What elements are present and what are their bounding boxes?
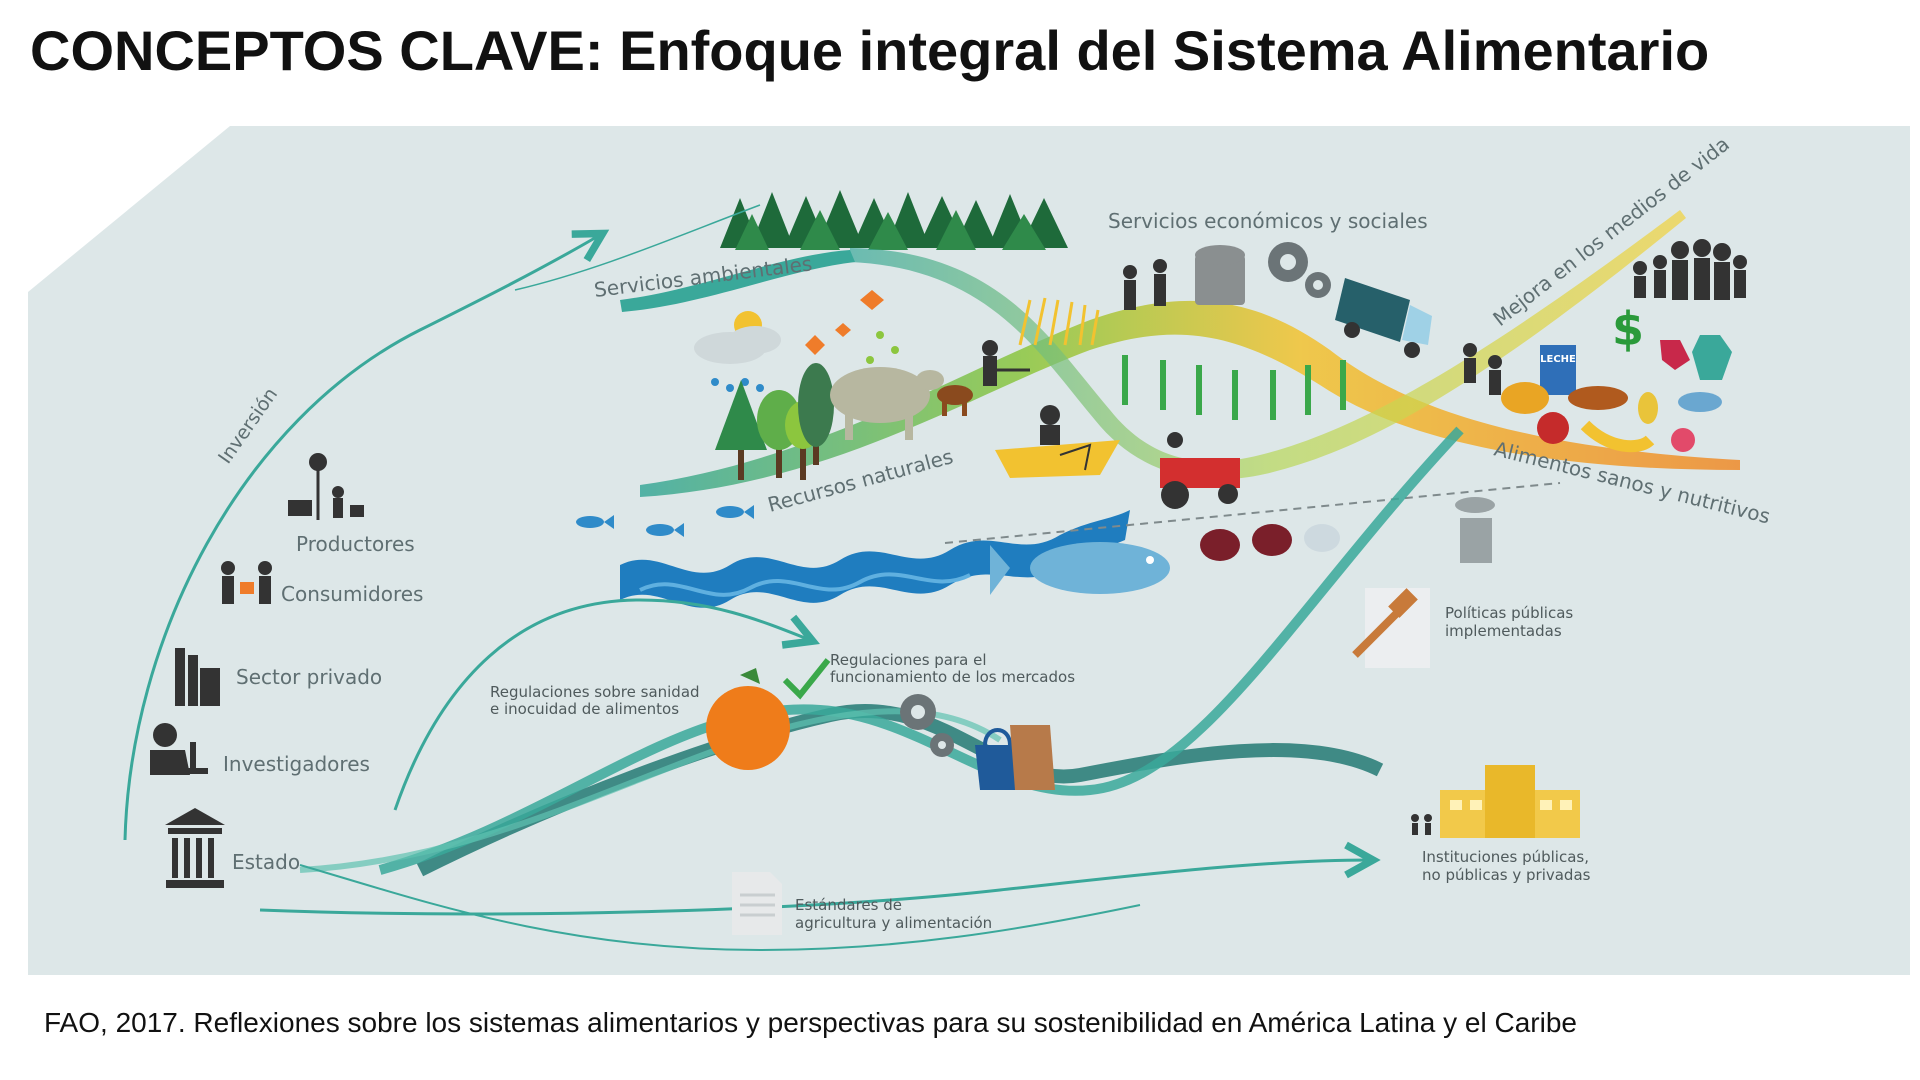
orange-icon (706, 668, 790, 770)
butterflies-icon (805, 290, 884, 355)
main-flow-band (640, 300, 1740, 497)
reg-instituciones-line1: Instituciones públicas, (1422, 848, 1589, 866)
reg-estandares-line1: Estándares de (795, 896, 902, 914)
fishing-boat-icon (995, 405, 1120, 478)
consumers-icon (221, 561, 272, 604)
food-system-diagram: LECHE $ (28, 126, 1910, 975)
page-title: CONCEPTOS CLAVE: Enfoque integral del Si… (30, 19, 1710, 82)
investment-arrow (123, 229, 610, 841)
cow-icon (830, 367, 944, 440)
researcher-microscope-icon (150, 723, 208, 775)
checkmark-icon (782, 658, 831, 700)
gavel-icon (1352, 588, 1430, 668)
milk-label: LECHE (1540, 354, 1576, 365)
label-servicios-economicos: Servicios económicos y sociales (1108, 209, 1428, 233)
institutions-building-icon (1440, 765, 1580, 838)
actor-label-consumidores: Consumidores (281, 582, 423, 606)
actor-label-investigadores: Investigadores (223, 752, 370, 776)
reg-mercados-line1: Regulaciones para el (830, 651, 987, 669)
tractor-icon (1160, 432, 1240, 509)
government-building-icon (165, 808, 225, 888)
big-fish-icon (990, 542, 1170, 595)
green-curve-band (850, 210, 1686, 480)
waste-dashed-line (944, 482, 1561, 544)
document-icon (732, 872, 782, 935)
food-items-icon: LECHE $ (1501, 302, 1732, 453)
truck-icon (1335, 278, 1432, 358)
reg-sanidad-line1: Regulaciones sobre sanidad (490, 683, 700, 701)
institutions-arrow (259, 841, 1381, 916)
gear-icon (1268, 242, 1331, 298)
environmental-services-band (620, 250, 855, 312)
farmer-windmill-icon (288, 453, 364, 520)
dog-icon (937, 385, 973, 416)
industry-icon (175, 648, 220, 706)
regulation-wave-light (378, 426, 1464, 875)
regulation-wave-dark (416, 703, 1384, 877)
dollar-sign: $ (1612, 302, 1644, 356)
people-small-icon (1411, 814, 1432, 835)
reg-instituciones-line2: no públicas y privadas (1422, 866, 1591, 884)
trees-icon (715, 363, 834, 480)
actor-label-sector-privado: Sector privado (236, 665, 382, 689)
source-caption: FAO, 2017. Reflexiones sobre los sistema… (44, 1007, 1577, 1038)
silo-icon (1195, 245, 1245, 305)
wheat-icon (1018, 297, 1100, 346)
market-regulation-arrow (393, 598, 820, 811)
reg-politicas-line2: implementadas (1445, 622, 1562, 640)
reg-sanidad-line2: e inocuidad de alimentos (490, 700, 679, 718)
people-carrying-icon (1463, 343, 1502, 395)
shopping-bags-icon (975, 725, 1055, 790)
reg-mercados-line2: funcionamiento de los mercados (830, 668, 1075, 686)
river-wave (620, 510, 1130, 608)
farmer-icon (982, 340, 1030, 386)
fish-small-icons (576, 505, 754, 537)
crops-icon (1122, 355, 1346, 420)
actor-label-estado: Estado (232, 850, 300, 874)
workers-icon (1123, 259, 1167, 310)
trash-can-icon (1455, 497, 1495, 563)
reg-estandares-line2: agricultura y alimentación (795, 914, 992, 932)
actor-label-productores: Productores (296, 532, 415, 556)
beans-icon (1200, 524, 1340, 561)
reg-politicas-line1: Políticas públicas (1445, 604, 1573, 622)
family-icon (1633, 239, 1747, 300)
market-gear-icon (900, 694, 954, 757)
weather-icon (694, 311, 781, 392)
